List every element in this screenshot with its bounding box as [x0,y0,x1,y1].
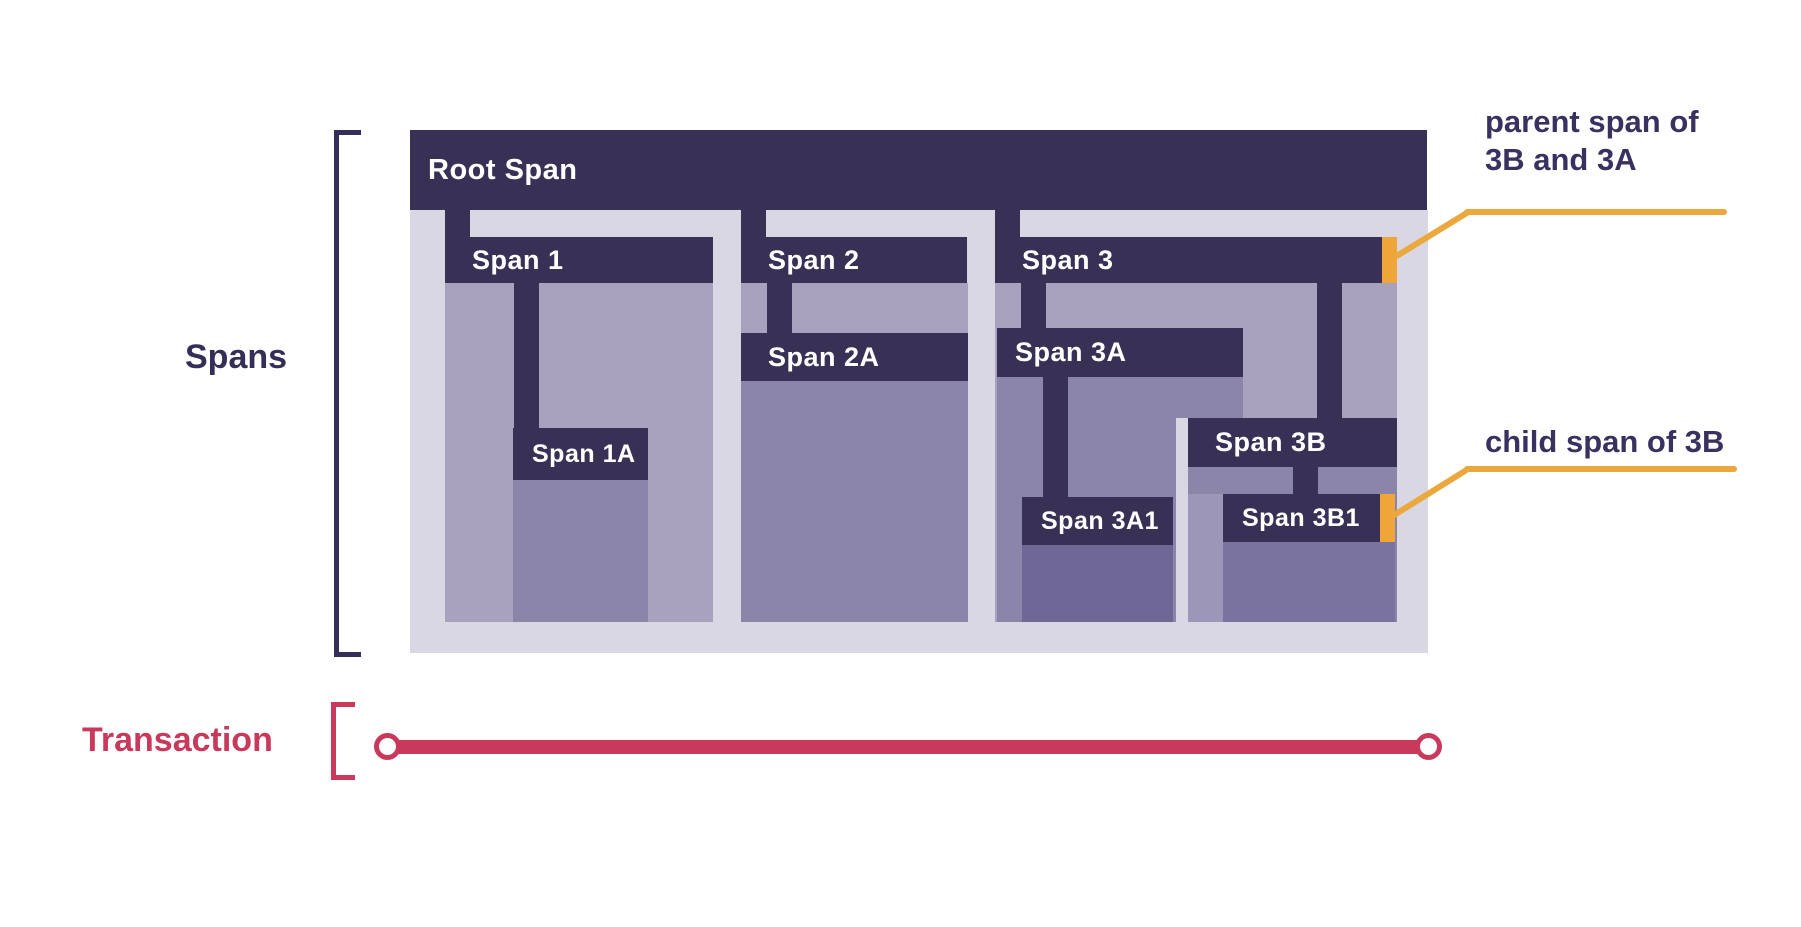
span-3-bar: Span 3 [995,237,1397,283]
transaction-bracket [331,702,355,780]
span-3-highlight-marker [1382,237,1397,283]
parent-span-annotation-line1: parent span of [1485,104,1699,139]
span-2-label: Span 2 [768,244,860,275]
span-2a-duration-fill [741,381,968,622]
connector-root-to-span-3 [995,210,1020,240]
span-2a-label: Span 2A [768,341,880,372]
connector-span-3a-to-3a1 [1043,377,1068,497]
span-3b-left-gap [1176,418,1188,622]
span-3b-bar: Span 3B [1188,418,1397,467]
span-1a-bar: Span 1A [513,428,648,480]
span-1a-duration-fill [513,480,648,622]
span-3a-bar: Span 3A [997,328,1243,377]
root-span-label: Root Span [428,153,578,186]
transaction-side-label: Transaction [82,721,273,759]
span-3b1-duration-fill [1223,542,1395,622]
span-3a-label: Span 3A [1015,337,1127,367]
transaction-end-circle [1415,733,1442,760]
connector-root-to-span-1 [445,210,470,240]
transaction-start-circle [374,733,401,760]
span-3b1-label: Span 3B1 [1242,503,1360,532]
child-span-annotation: child span of 3B [1485,424,1725,459]
connector-span-3-to-3b [1317,283,1342,418]
span-3b1-bar: Span 3B1 [1223,494,1395,542]
span-3a1-duration-fill [1022,545,1173,622]
transaction-timeline [390,740,1430,754]
span-3b1-highlight-marker [1380,494,1395,542]
span-1-label: Span 1 [472,244,564,275]
connector-span-2-to-2a [767,283,792,333]
root-span-bar: Root Span [410,130,1427,210]
span-3b1-left-gap [1188,494,1223,622]
connector-span-3b-to-3b1 [1293,467,1318,494]
connector-span-3-to-3a [1021,283,1046,328]
connector-root-to-span-2 [741,210,766,240]
spans-bracket [334,130,361,657]
parent-span-annotation: parent span of 3B and 3A [1485,103,1699,179]
parent-note-leader-line [1464,209,1727,215]
span-3a1-label: Span 3A1 [1041,506,1159,535]
child-note-leader-line [1464,466,1737,472]
span-2-bar: Span 2 [741,237,967,283]
parent-span-annotation-line2: 3B and 3A [1485,142,1637,177]
span-3-label: Span 3 [1022,244,1114,275]
connector-span-1-to-1a [514,283,539,428]
spans-side-label: Spans [185,338,288,376]
span-2a-bar: Span 2A [741,333,968,381]
span-3b-label: Span 3B [1215,427,1327,457]
span-3a1-bar: Span 3A1 [1022,497,1173,545]
span-1a-label: Span 1A [532,439,636,468]
span-1-bar: Span 1 [445,237,713,283]
